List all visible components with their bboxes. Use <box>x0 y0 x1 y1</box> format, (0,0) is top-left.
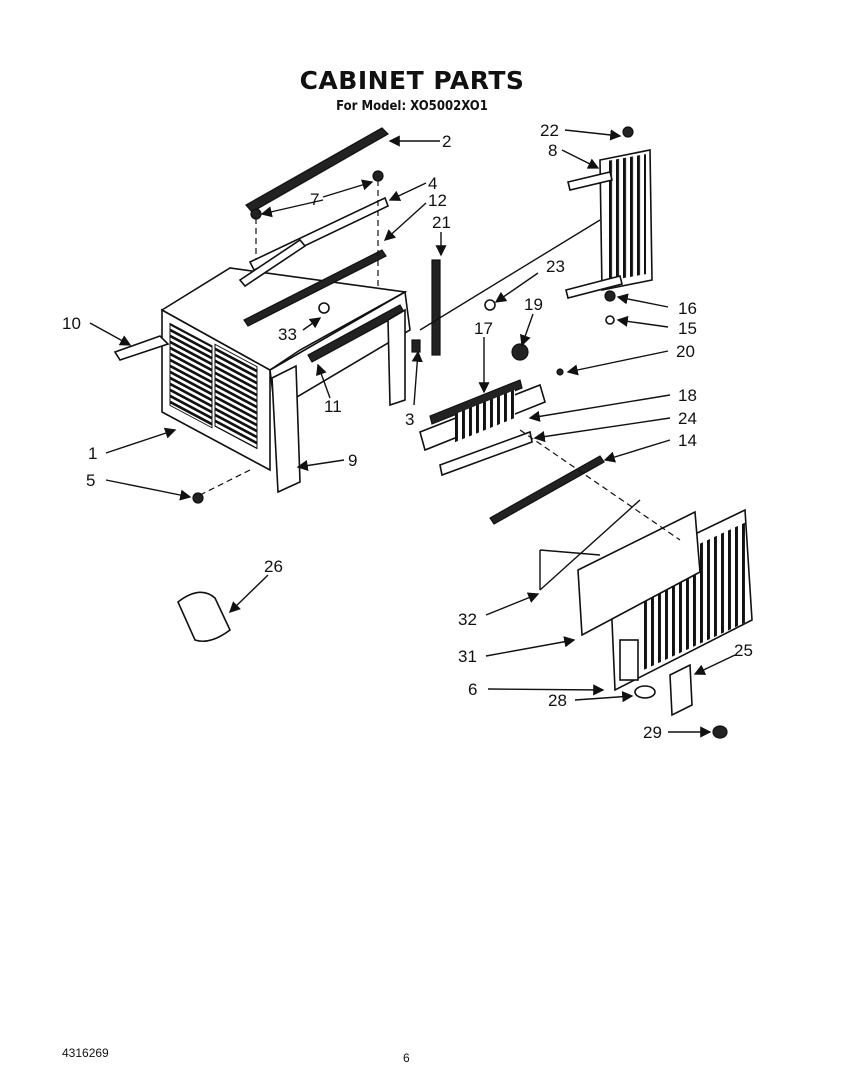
callout-31: 31 <box>458 647 477 666</box>
callout-19: 19 <box>524 295 543 314</box>
document-number: 4316269 <box>62 1046 109 1060</box>
callout-24: 24 <box>678 409 697 428</box>
callout-26: 26 <box>264 557 283 576</box>
assembly-lines <box>199 180 681 591</box>
model-subtitle: For Model: XO5002XO1 <box>336 99 488 114</box>
callout-21: 21 <box>432 213 451 232</box>
callout-14: 14 <box>678 431 697 450</box>
callout-17: 17 <box>474 319 493 338</box>
bottom-strip-part <box>113 335 170 361</box>
page-number: 6 <box>403 1051 410 1065</box>
callout-2: 2 <box>442 132 451 151</box>
callout-22: 22 <box>540 121 559 140</box>
callout-29: 29 <box>643 723 662 742</box>
callout-15: 15 <box>678 319 697 338</box>
filter-part <box>577 510 701 637</box>
callout-18: 18 <box>678 386 697 405</box>
callout-6: 6 <box>468 680 477 699</box>
callout-labels: 2 4 12 7 21 22 8 23 16 15 19 20 17 18 24… <box>62 121 753 742</box>
callout-3: 3 <box>405 410 414 429</box>
top-rail-parts <box>238 127 390 327</box>
callout-8: 8 <box>548 141 557 160</box>
callout-1: 1 <box>88 444 97 463</box>
callout-12: 12 <box>428 191 447 210</box>
callout-7: 7 <box>310 190 319 209</box>
callout-leaders <box>89 129 736 738</box>
callout-4: 4 <box>428 174 437 193</box>
callout-5: 5 <box>86 471 95 490</box>
screw-nut-part <box>712 725 728 739</box>
rear-grille-part <box>565 149 653 299</box>
diagram-title: CABINET PARTS <box>299 66 525 95</box>
insulation-flap-part <box>177 591 232 643</box>
knob-part <box>634 685 656 699</box>
callout-25: 25 <box>734 641 753 660</box>
callout-32: 32 <box>458 610 477 629</box>
front-rail-part <box>489 455 605 525</box>
callout-9: 9 <box>348 451 357 470</box>
callout-11: 11 <box>324 397 342 416</box>
fastener-screws <box>192 126 634 504</box>
vertical-bracket-part <box>431 259 441 356</box>
side-panel-part <box>271 364 301 494</box>
callout-10: 10 <box>62 314 81 333</box>
callout-20: 20 <box>676 342 695 361</box>
callout-33: 33 <box>278 325 297 344</box>
base-pan-assembly <box>419 379 546 477</box>
callout-28: 28 <box>548 691 567 710</box>
callout-23: 23 <box>546 257 565 276</box>
callout-16: 16 <box>678 299 697 318</box>
partition-part <box>387 308 406 407</box>
control-plate-part <box>669 663 693 717</box>
clip-part <box>411 339 421 353</box>
